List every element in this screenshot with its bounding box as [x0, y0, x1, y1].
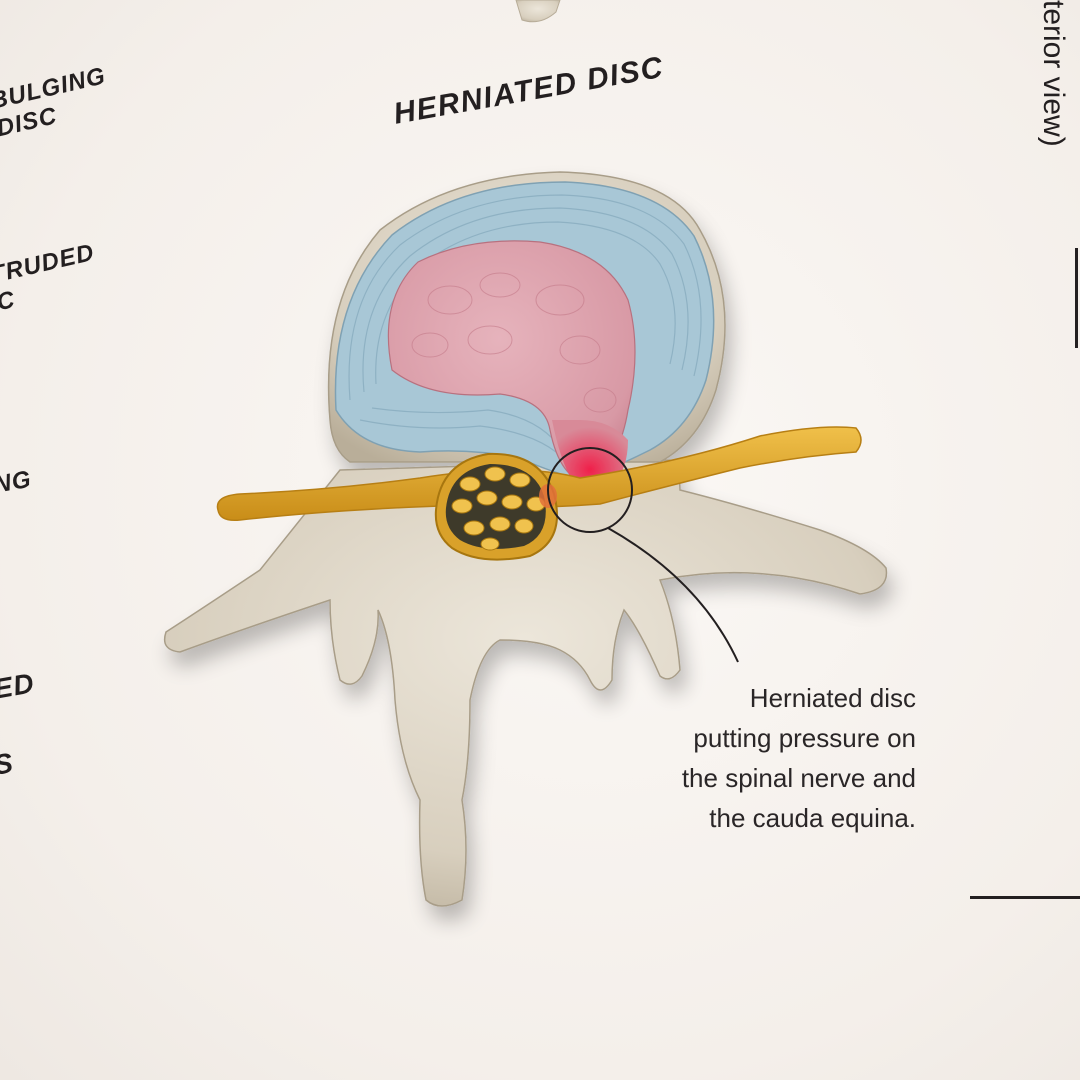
callout-leader — [607, 527, 739, 663]
vertebra-posterior-arch — [163, 459, 888, 907]
nucleus-texture — [411, 272, 617, 413]
callout-text: Herniated disc putting pressure on the s… — [681, 683, 916, 833]
cauda-equina — [434, 452, 558, 561]
annulus-lamellae — [348, 194, 702, 453]
view-label: terior view) — [1037, 0, 1070, 147]
divider-line-vertical — [1075, 248, 1078, 348]
bone-fragment-top — [515, 0, 561, 23]
divider-line-horizontal — [970, 896, 1080, 899]
vertebra-group — [163, 171, 888, 907]
callout-circle — [547, 447, 633, 533]
